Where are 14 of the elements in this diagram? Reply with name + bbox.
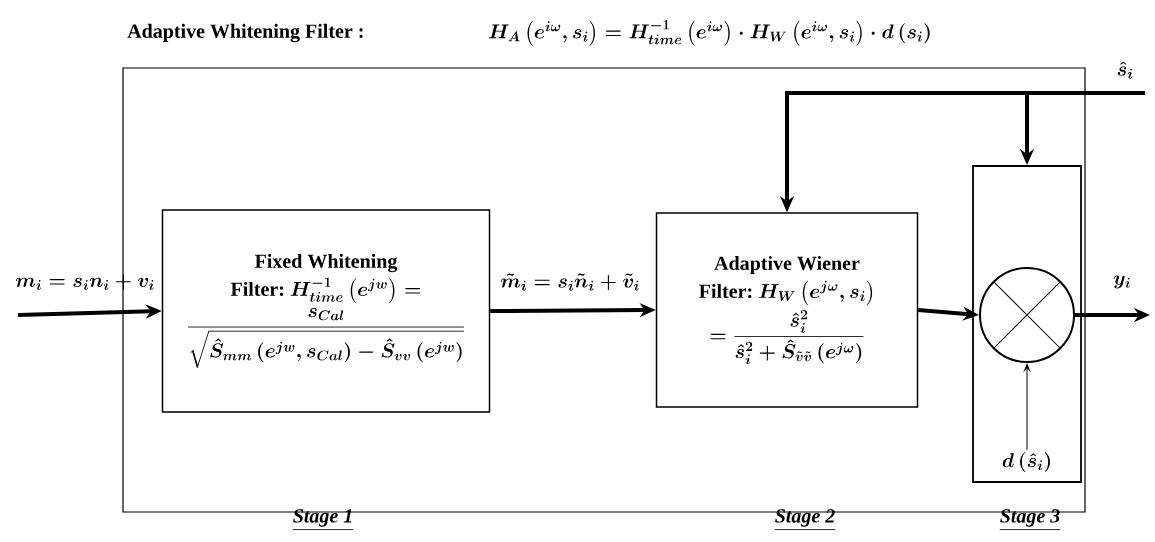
stage-label: Stage 3 — [999, 509, 1061, 530]
stage-label: Stage 1 — [292, 509, 354, 530]
stage-label: Stage 2 — [774, 509, 836, 530]
edge-label: $y_i$ — [1113, 275, 1130, 289]
title: Adaptive Whitening Filter : — [127, 23, 363, 43]
signal-label: $d\left(\hat{s}_i\right)$ — [1002, 452, 1050, 473]
filter-box: Fixed Whitening Filter: $H^{-1}_{time}\left(e^{jw}\right) =$ $\frac{s_{Cal}}{\sqrt{\hat{S}_{mm}\left(e^{jw},s_{Cal}\right)-\hat{S}_{vv}\left(e^{jw}\right)}}$ — [161, 209, 491, 413]
filter-box: Adaptive Wiener Filter: $H_{W}\left(e^{j\omega},s_i\right)$ $= \frac{\hat{s}_i^{2}}{\hat{s}_i^{2}+\hat{S}_{\tilde{v}\tilde{v}}\left(e^{j\omega}\right)}$ — [655, 212, 919, 408]
arrow — [1024, 363, 1030, 451]
formula: $H_A\left(e^{i\omega},s_i\right)=H^{-1}_{time}\left(e^{i\omega}\right)\cdot H_W\left(e^{i\omega},s_i\right)\cdot d\left(s_i\right)$ — [489, 20, 930, 46]
edge-label: $\tilde{m}_i = s_i\tilde{n}_i + \tilde{v}_i$ — [500, 273, 639, 291]
multiplier-symbol — [979, 267, 1075, 363]
edge-label: $\hat{s}_i$ — [1117, 61, 1133, 79]
stage-box — [972, 165, 1082, 483]
